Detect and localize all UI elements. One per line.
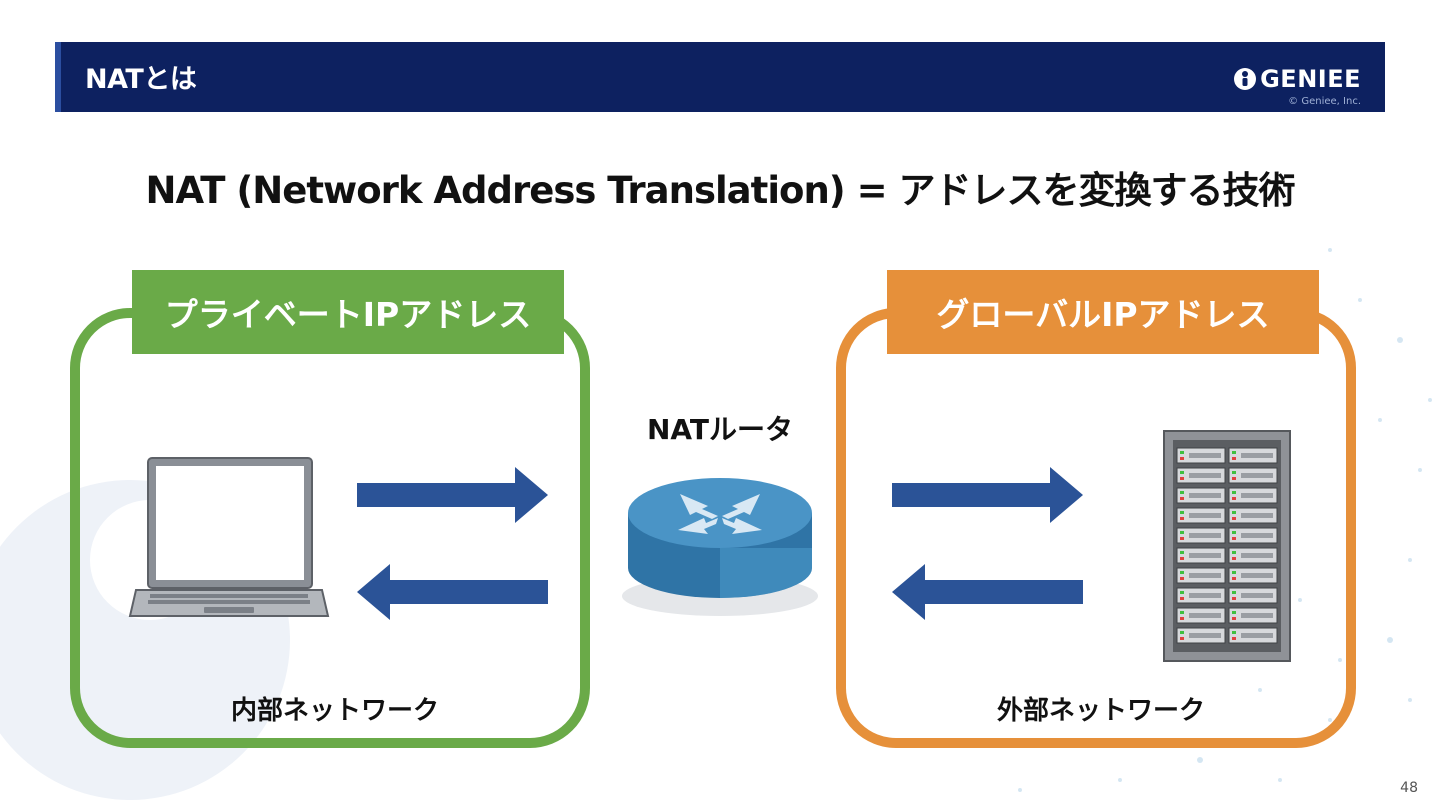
logo-text: GENIEE (1260, 65, 1361, 93)
private-ip-tag: プライベートIPアドレス (132, 270, 564, 354)
arrow-left-icon (357, 564, 548, 620)
internal-network-label: 内部ネットワーク (230, 696, 439, 726)
slide-title: NATとは (85, 64, 197, 95)
arrow-left-icon (892, 564, 1083, 620)
arrow-right-icon (357, 467, 548, 523)
external-network-label: 外部ネットワーク (996, 696, 1205, 726)
page-number: 48 (1400, 780, 1418, 796)
geniee-logo-icon (1234, 68, 1257, 90)
router-label: NATルータ (646, 413, 794, 446)
server-rack-icon (1163, 430, 1291, 662)
header-accent (55, 42, 61, 112)
geniee-logo: GENIEE (1233, 64, 1361, 94)
headline: NAT (Network Address Translation) = アドレス… (145, 169, 1296, 212)
header-bar: NATとは GENIEE © Geniee, Inc. (55, 42, 1385, 112)
global-ip-tag: グローバルIPアドレス (887, 270, 1319, 354)
copyright-text: © Geniee, Inc. (1288, 96, 1361, 107)
laptop-icon (128, 457, 330, 617)
arrow-right-icon (892, 467, 1083, 523)
router-icon (622, 478, 818, 616)
